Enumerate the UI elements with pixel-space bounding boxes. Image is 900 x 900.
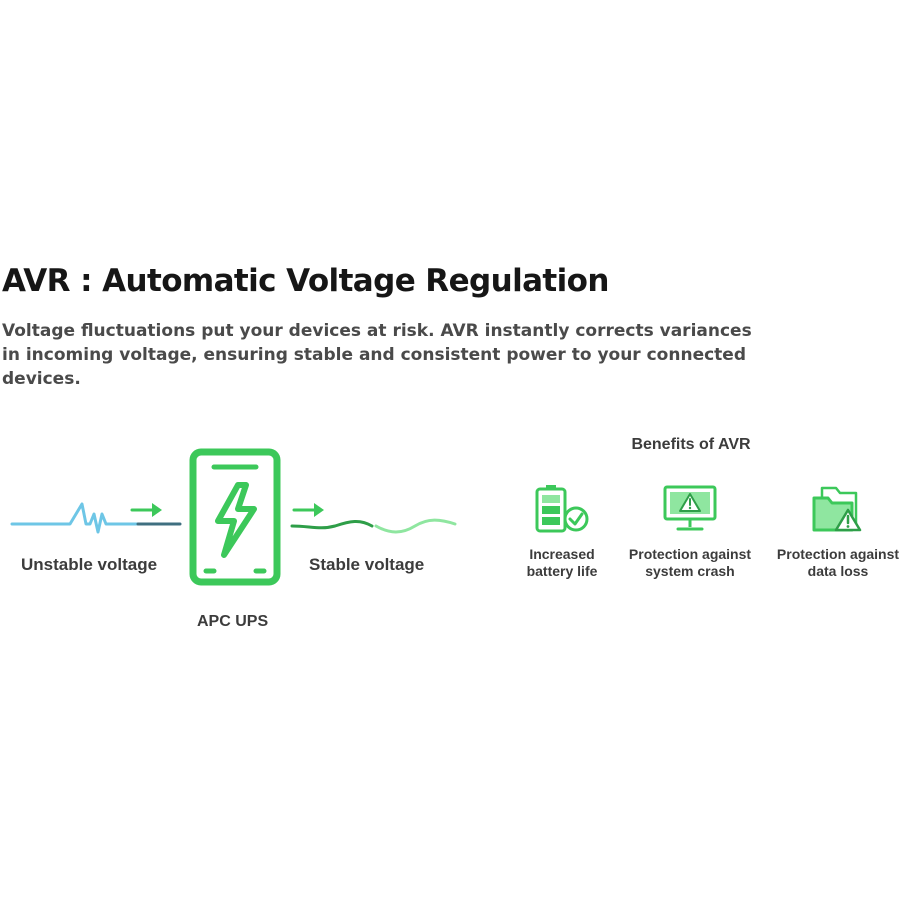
benefit-battery-life: Increased battery life bbox=[492, 484, 632, 580]
ups-device-icon bbox=[189, 448, 281, 586]
unstable-voltage-wave bbox=[10, 502, 182, 534]
benefit-data-loss-label: Protection against data loss bbox=[776, 546, 900, 579]
input-arrow-icon bbox=[130, 503, 162, 517]
monitor-warning-icon bbox=[663, 485, 717, 531]
ups-label: APC UPS bbox=[197, 613, 269, 630]
page-description: Voltage fluctuations put your devices at… bbox=[2, 321, 752, 389]
battery-check-icon bbox=[535, 485, 589, 533]
benefit-system-crash: Protection against system crash bbox=[620, 484, 760, 580]
page-title: AVR : Automatic Voltage Regulation bbox=[2, 263, 609, 299]
folder-warning-icon bbox=[812, 486, 862, 532]
benefit-data-loss: Protection against data loss bbox=[768, 484, 900, 580]
benefit-system-crash-label: Protection against system crash bbox=[628, 546, 752, 579]
benefit-battery-life-label: Increased battery life bbox=[526, 546, 598, 579]
stable-voltage-label: Stable voltage bbox=[309, 555, 425, 574]
output-arrow-icon bbox=[292, 503, 324, 517]
benefits-title: Benefits of AVR bbox=[631, 436, 751, 453]
unstable-voltage-label: Unstable voltage bbox=[21, 555, 158, 574]
stable-voltage-wave bbox=[290, 518, 457, 534]
